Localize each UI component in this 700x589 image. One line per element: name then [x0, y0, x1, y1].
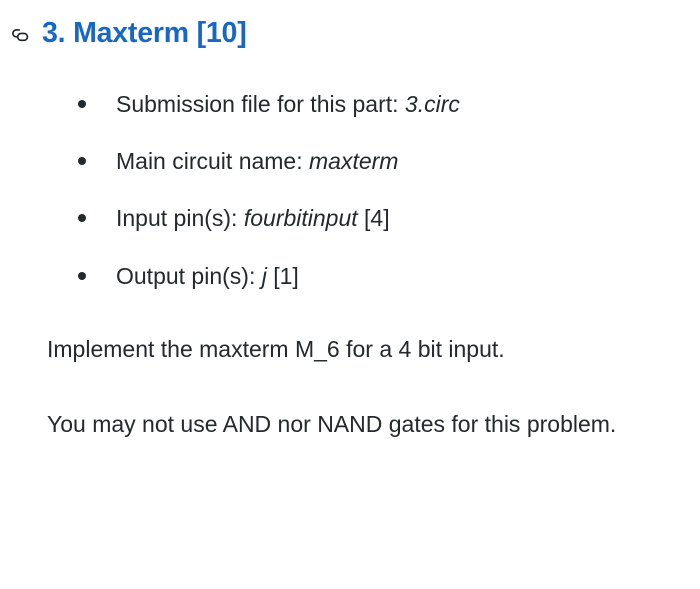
requirement-value: fourbitinput: [243, 205, 358, 232]
link-chain-icon[interactable]: [9, 23, 33, 47]
bullet-marker: [78, 271, 86, 280]
requirement-label: Output pin(s):: [116, 262, 256, 289]
bullet-marker: [78, 99, 86, 108]
bullet-marker: [78, 156, 86, 165]
section-heading: 3. Maxterm [10]: [0, 0, 700, 52]
requirement-value: 3.circ: [404, 90, 460, 117]
list-item: Input pin(s): fourbitinput [4]: [0, 203, 700, 233]
instruction-paragraph: Implement the maxterm M_6 for a 4 bit in…: [47, 336, 505, 363]
requirement-label: Submission file for this part:: [116, 90, 399, 117]
list-item: Submission file for this part: 3.circ: [0, 89, 700, 119]
page-title: 3. Maxterm [10]: [42, 17, 247, 49]
requirement-value: j: [261, 262, 267, 289]
requirement-suffix: [1]: [273, 262, 299, 289]
requirement-suffix: [4]: [364, 205, 390, 232]
bullet-marker: [78, 214, 86, 223]
constraint-paragraph: You may not use AND nor NAND gates for t…: [47, 411, 617, 438]
requirement-value: maxterm: [309, 147, 399, 174]
requirement-label: Main circuit name:: [116, 147, 303, 174]
body-content: Implement the maxterm M_6 for a 4 bit in…: [0, 332, 700, 442]
requirements-list: Submission file for this part: 3.circ Ma…: [0, 89, 700, 291]
list-item: Output pin(s): j [1]: [0, 261, 700, 291]
list-item: Main circuit name: maxterm: [0, 146, 700, 176]
requirement-label: Input pin(s):: [116, 205, 238, 232]
